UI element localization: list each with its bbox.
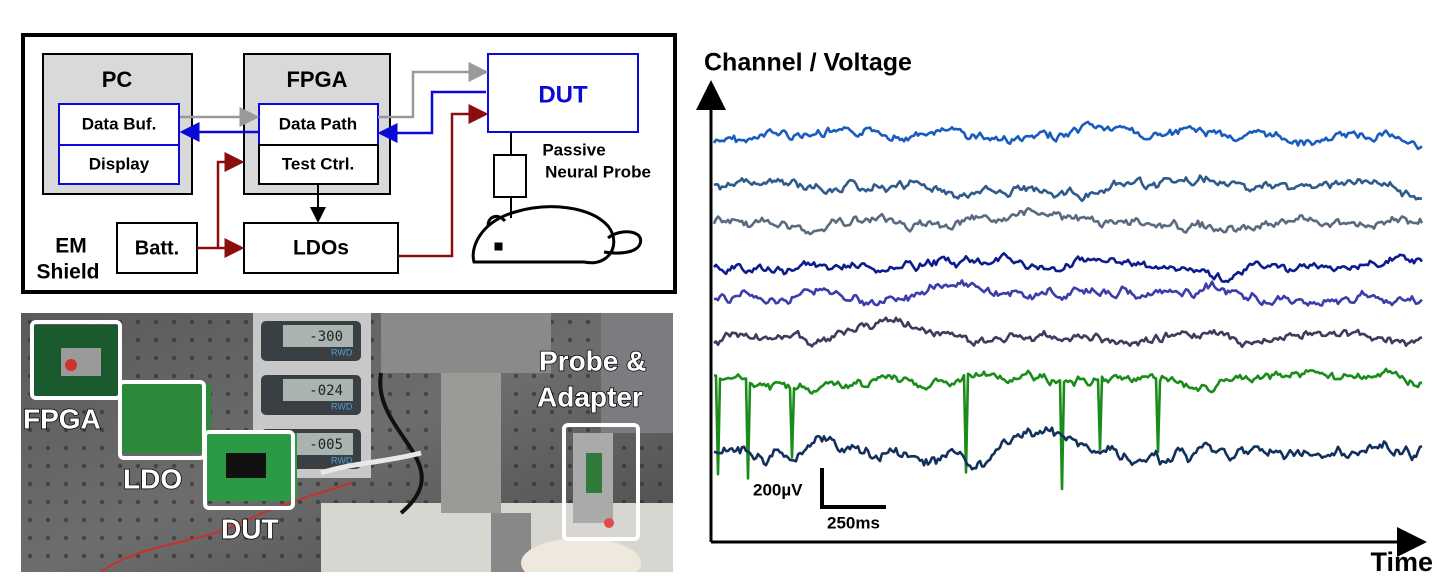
battery-label: Batt.: [135, 237, 179, 259]
meter-brand-3: RWD: [331, 455, 353, 465]
fpga-highlight-box: [30, 320, 122, 400]
trace-group: [712, 120, 1424, 491]
meter-readout-1: -300: [309, 329, 343, 345]
mouse-icon: [471, 205, 643, 265]
batt-to-fpga-red-arrow: [197, 152, 245, 250]
pc-display-block: [58, 144, 180, 185]
channel-trace-1: [712, 120, 1423, 151]
scale-bar-time-label: 250ms: [827, 513, 880, 532]
ldos-block: [243, 222, 399, 274]
probe-label-1: Passive: [542, 140, 605, 159]
dut-label: DUT: [538, 81, 588, 108]
ldos-label: LDOs: [293, 237, 349, 260]
em-shield-label-2: Shield: [36, 261, 99, 284]
meter-brand-1: RWD: [331, 347, 353, 357]
meter-readout-2: -024: [309, 383, 343, 399]
probe-label-2: Neural Probe: [545, 162, 651, 181]
meter-brand-2: RWD: [331, 401, 353, 411]
channel-trace-7: [713, 367, 1423, 491]
fpga-title: FPGA: [286, 67, 347, 92]
em-shield-label-1: EM: [55, 235, 87, 258]
pc-data-buffer-label: Data Buf.: [82, 114, 157, 133]
x-axis-title: Time: [1370, 547, 1433, 577]
fpga-test-ctrl-label: Test Ctrl.: [282, 154, 354, 173]
probe-highlight-box: [562, 423, 640, 541]
scale-bar: [820, 468, 886, 509]
photo-label-fpga: FPGA: [23, 403, 101, 434]
rat-photo: [521, 538, 641, 572]
ldos-to-dut-red-arrow: [398, 104, 489, 258]
battery-block: [116, 222, 198, 274]
passive-probe-symbol: [493, 154, 527, 198]
photo-label-probe-1: Probe &: [539, 345, 646, 376]
y-axis-title: Channel / Voltage: [704, 49, 912, 77]
channel-trace-5: [713, 279, 1423, 307]
fpga-to-dut-gray-arrow: [378, 62, 489, 119]
channel-trace-6: [713, 316, 1423, 349]
pc-title: PC: [102, 67, 133, 92]
dut-to-fpga-blue-arrow: [377, 90, 486, 143]
neural-trace-plot: Channel / Voltage Time 200µV 250ms: [696, 49, 1433, 577]
ldo-highlight-box: [118, 380, 206, 460]
pc-display-label: Display: [89, 154, 150, 173]
meter-readout-3: -005: [309, 437, 343, 453]
channel-trace-4: [713, 252, 1424, 284]
photo-label-probe-2: Adapter: [537, 381, 643, 412]
dut-highlight-box: [203, 430, 295, 510]
scale-bar-voltage-label: 200µV: [753, 480, 803, 499]
em-shield-frame: [21, 33, 677, 294]
dut-block: [487, 53, 639, 133]
channel-trace-3: [712, 207, 1424, 236]
ldo-board: [121, 383, 211, 453]
experimental-setup-photo: -300 -024 -005 RWD RWD RWD: [21, 313, 673, 572]
photo-label-dut: DUT: [221, 513, 279, 544]
setup-block-diagram: PC Data Buf. Display FPGA Data Path Test…: [21, 33, 677, 294]
photo-label-ldo: LDO: [123, 463, 182, 494]
channel-trace-2: [713, 174, 1423, 203]
channel-trace-8: [713, 426, 1423, 471]
fpga-data-path-label: Data Path: [279, 114, 357, 133]
fpga-test-ctrl-block: [258, 144, 379, 185]
